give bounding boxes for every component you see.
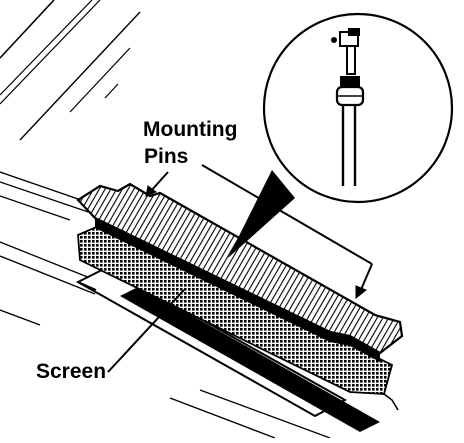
background-panel-lines	[0, 0, 141, 141]
screen-slot	[75, 265, 380, 432]
screen-label: Screen	[36, 360, 107, 383]
holder-bar	[76, 182, 404, 362]
screen-leader	[107, 289, 185, 373]
magnifier-pointer	[228, 170, 295, 258]
mounting-pins-label-line1: Mounting	[143, 118, 238, 141]
mounting-pins-label-line2: Pins	[144, 145, 189, 168]
mounting-pins-leaders	[145, 164, 373, 300]
magnified-pin-detail	[262, 12, 454, 204]
